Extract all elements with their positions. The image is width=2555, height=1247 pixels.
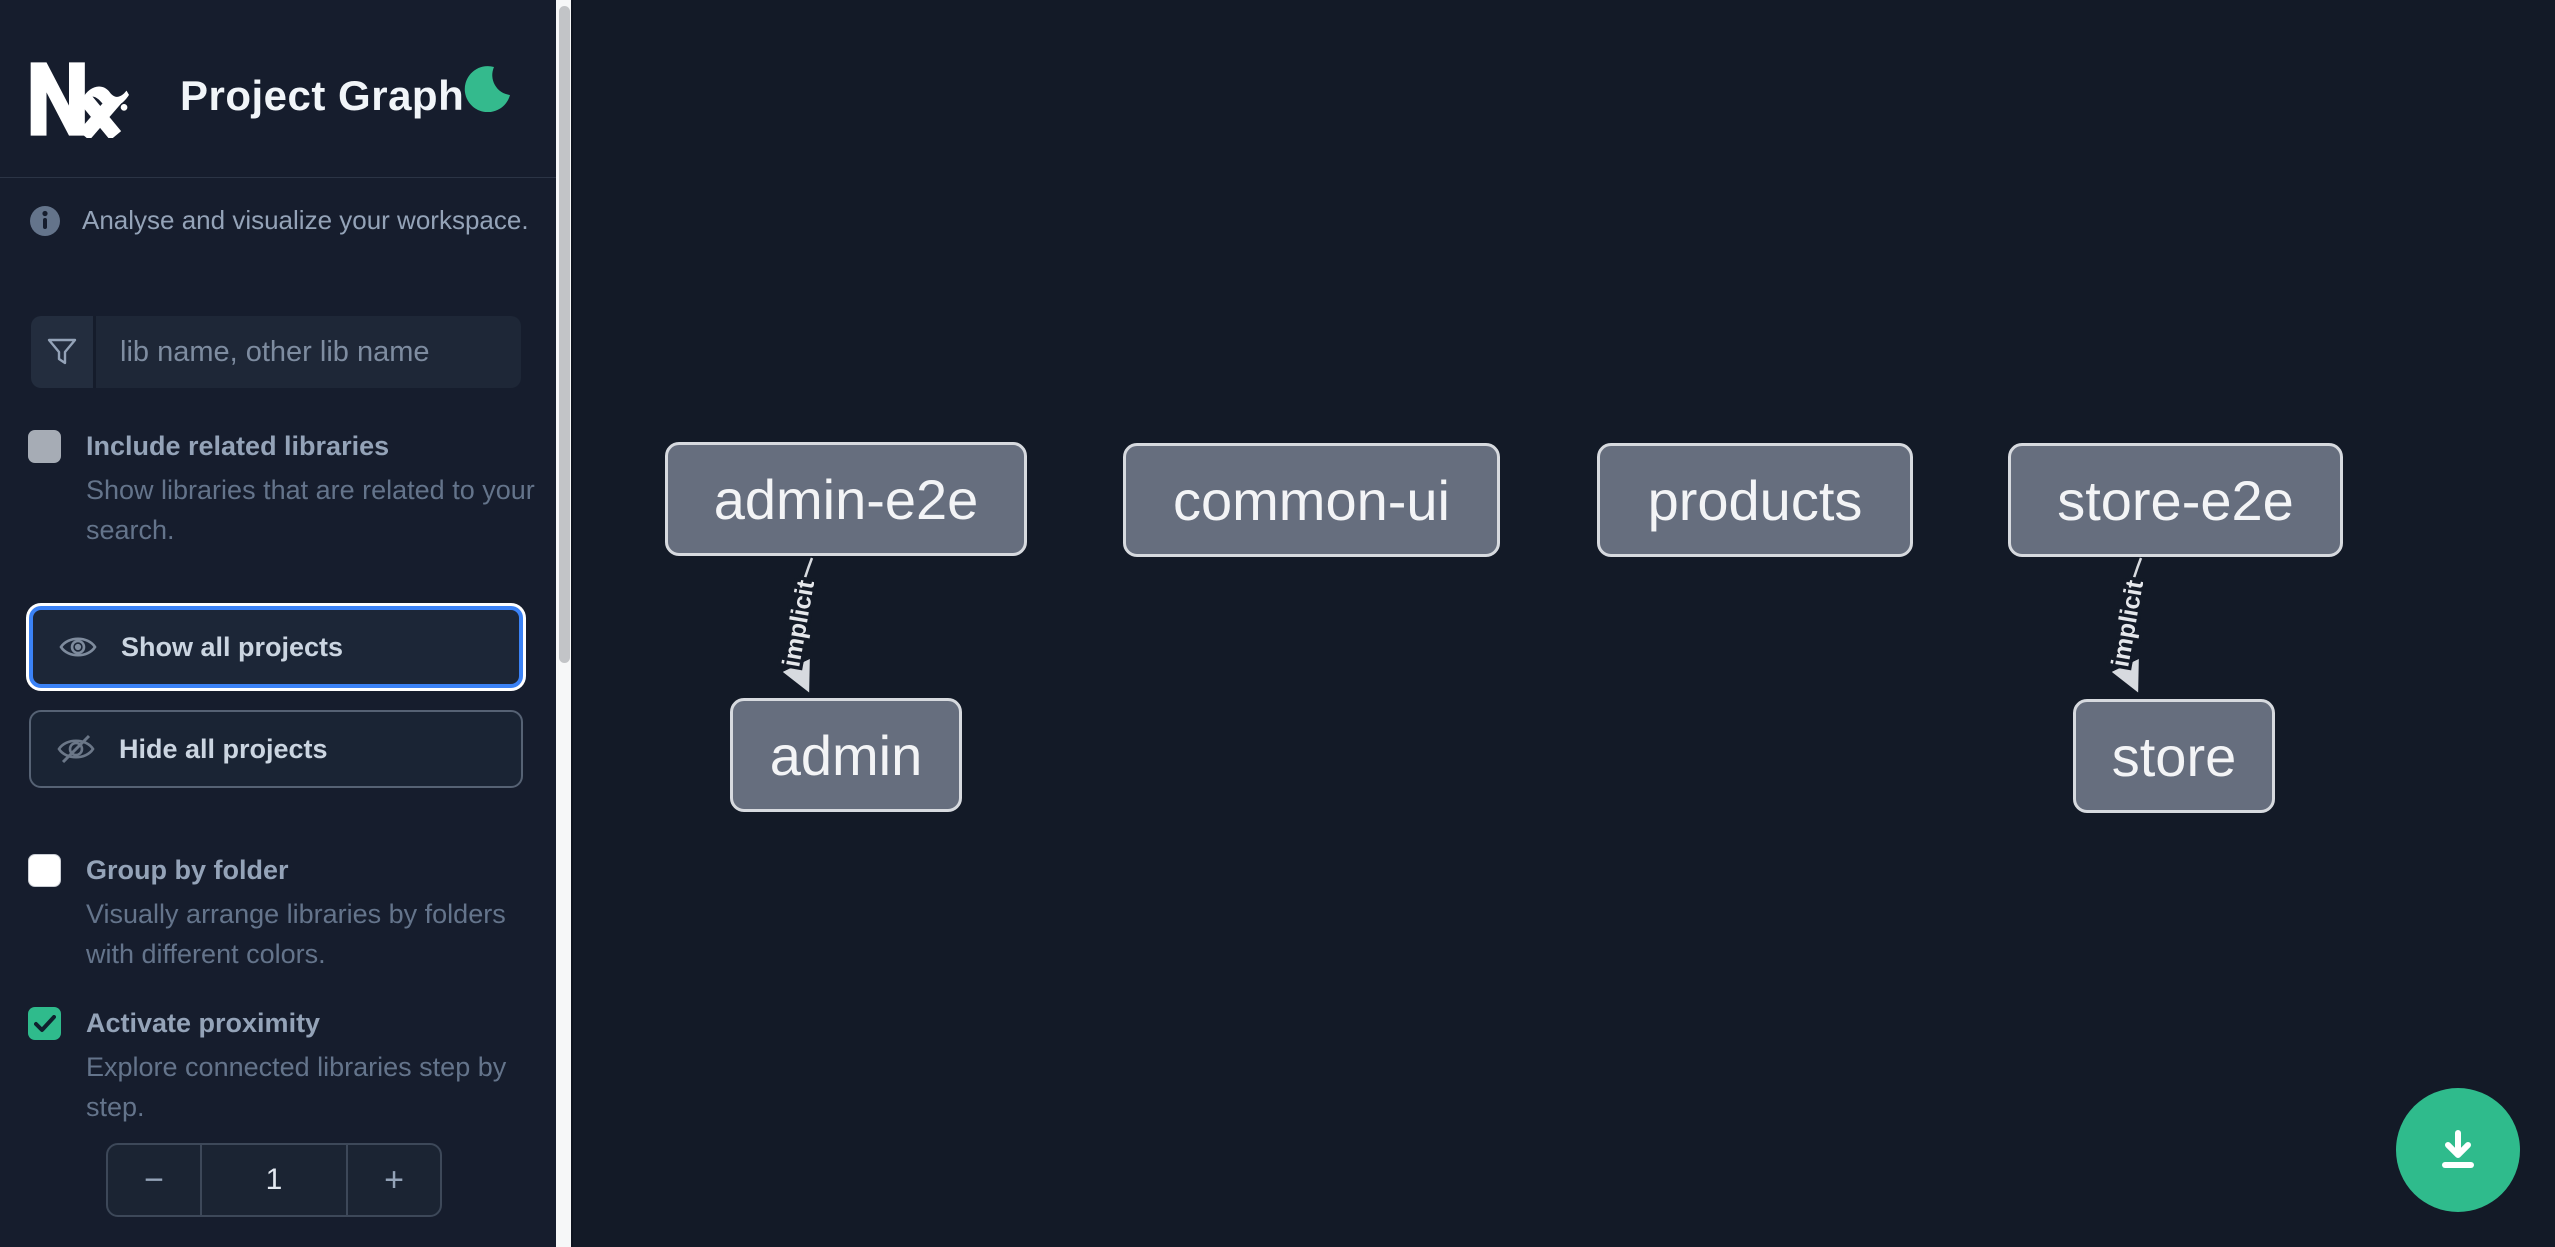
option-include-related: Include related libraries Show libraries… [28, 428, 551, 550]
option-group-by-folder: Group by folder Visually arrange librari… [28, 852, 551, 974]
option-label: Group by folder [86, 855, 289, 885]
option-description: Show libraries that are related to your … [86, 475, 535, 545]
edge-admin-e2e-admin [782, 557, 814, 693]
graph-node-admin[interactable]: admin [730, 698, 962, 812]
checkmark-icon [33, 1014, 56, 1032]
edge-label: implicit [2106, 577, 2149, 669]
option-label: Include related libraries [86, 431, 390, 461]
sidebar: Project Graph Analyse and visualize your… [0, 0, 557, 1247]
graph-node-admin-e2e[interactable]: admin-e2e [665, 442, 1027, 556]
option-activate-proximity: Activate proximity Explore connected lib… [28, 1005, 551, 1127]
download-graph-button[interactable] [2396, 1088, 2520, 1212]
info-icon [30, 205, 60, 236]
option-description: Explore connected libraries step by step… [86, 1052, 507, 1122]
eye-off-icon [57, 734, 95, 764]
eye-icon [59, 637, 97, 657]
sidebar-scrollbar-thumb[interactable] [559, 6, 570, 663]
edge-label: implicit [777, 577, 820, 669]
option-label: Activate proximity [86, 1008, 321, 1038]
graph-edges: implicit implicit [774, 557, 2153, 693]
proximity-increment-button[interactable]: + [348, 1145, 440, 1215]
page-title: Project Graph [180, 72, 465, 119]
dark-mode-toggle[interactable] [464, 64, 512, 113]
show-all-projects-button[interactable]: Show all projects [29, 606, 523, 688]
option-description: Visually arrange libraries by folders wi… [86, 899, 506, 969]
group-by-folder-checkbox[interactable] [28, 854, 61, 887]
graph-node-store[interactable]: store [2073, 699, 2275, 813]
sidebar-header: Project Graph [0, 0, 557, 178]
proximity-stepper: − 1 + [106, 1143, 442, 1217]
filter-funnel-icon [31, 316, 93, 388]
search-box [31, 316, 521, 388]
include-related-checkbox[interactable] [28, 430, 61, 463]
edge-store-e2e-store [2111, 557, 2143, 693]
search-input[interactable] [96, 316, 521, 388]
activate-proximity-checkbox[interactable] [28, 1007, 61, 1040]
show-all-projects-label: Show all projects [121, 631, 344, 662]
hide-all-projects-label: Hide all projects [119, 733, 328, 764]
crescent-moon-icon [464, 66, 510, 113]
sidebar-scrollbar-track [556, 0, 573, 1247]
graph-node-store-e2e[interactable]: store-e2e [2008, 443, 2343, 557]
graph-node-common-ui[interactable]: common-ui [1123, 443, 1500, 557]
proximity-value[interactable]: 1 [200, 1145, 348, 1215]
proximity-decrement-button[interactable]: − [108, 1145, 200, 1215]
project-graph-canvas[interactable]: implicit implicit admin-e2e common-ui pr… [573, 0, 2555, 1247]
hide-all-projects-button[interactable]: Hide all projects [29, 710, 523, 788]
workspace-tagline-row: Analyse and visualize your workspace. [30, 205, 529, 236]
nx-logo [30, 62, 129, 138]
workspace-tagline: Analyse and visualize your workspace. [82, 205, 529, 235]
download-icon [2442, 1130, 2474, 1168]
graph-node-products[interactable]: products [1597, 443, 1913, 557]
